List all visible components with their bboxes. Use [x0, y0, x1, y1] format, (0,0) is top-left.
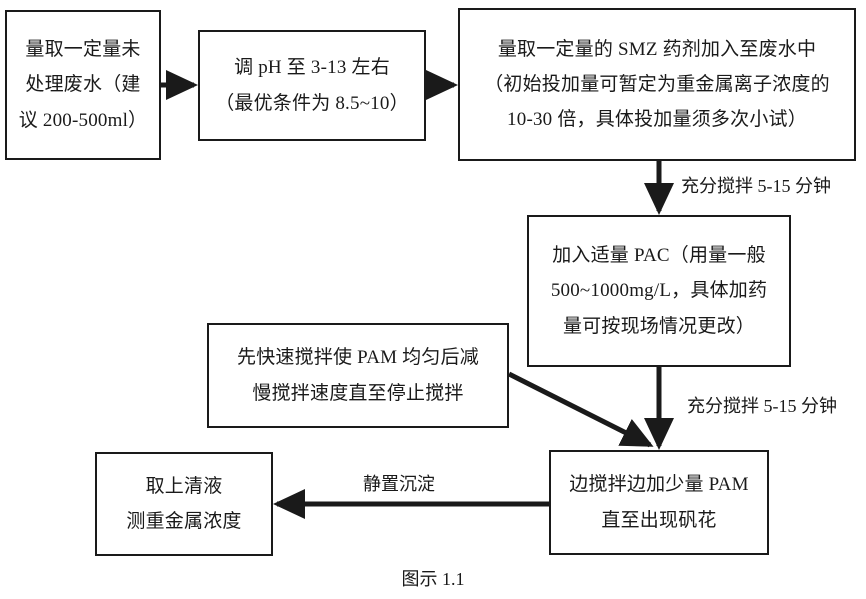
node-pac-line-1: 加入适量 PAC（用量一般	[552, 245, 766, 267]
node-pamstir-line-1: 先快速搅拌使 PAM 均匀后减	[237, 347, 479, 369]
node-measure-line-2: 测重金属浓度	[126, 511, 242, 532]
node-ph-adjust[interactable]: 调 pH 至 3-13 左右 （最优条件为 8.5~10）	[198, 30, 426, 141]
node-intake[interactable]: 量取一定量未 处理废水（建 议 200-500ml）	[5, 10, 161, 160]
node-pac-line-3: 量可按现场情况更改）	[562, 315, 755, 337]
node-pam-stirring-note[interactable]: 先快速搅拌使 PAM 均匀后减 慢搅拌速度直至停止搅拌	[207, 323, 509, 428]
node-pac-dosing[interactable]: 加入适量 PAC（用量一般 500~1000mg/L，具体加药 量可按现场情况更…	[527, 215, 791, 367]
node-smz-line-1: 量取一定量的 SMZ 药剂加入至废水中	[497, 38, 817, 60]
node-pamdose-line-1: 边搅拌边加少量 PAM	[569, 474, 749, 496]
node-intake-line-3: 议 200-500ml）	[18, 109, 148, 131]
edge-pamstir-to-pamdose	[507, 371, 654, 448]
figure-caption: 图示 1.1	[401, 569, 465, 589]
node-intake-line-1: 量取一定量未	[25, 39, 141, 61]
node-pamstir-line-2: 慢搅拌速度直至停止搅拌	[252, 382, 464, 404]
edge-label-pamdose-to-measure: 静置沉淀	[363, 474, 435, 494]
node-measure-line-1: 取上清液	[145, 475, 223, 497]
node-smz-dosing[interactable]: 量取一定量的 SMZ 药剂加入至废水中 （初始投加量可暂定为重金属离子浓度的 1…	[458, 8, 856, 161]
edge-label-pac-to-pamdose: 充分搅拌 5-15 分钟	[687, 396, 837, 416]
node-pac-line-2: 500~1000mg/L，具体加药	[550, 280, 768, 302]
node-ph-line-2: （最优条件为 8.5~10）	[215, 92, 409, 114]
node-smz-line-2: （初始投加量可暂定为重金属离子浓度的	[484, 73, 830, 95]
node-ph-line-1: 调 pH 至 3-13 左右	[234, 57, 390, 79]
node-supernatant-measure[interactable]: 取上清液 测重金属浓度	[95, 452, 273, 556]
edge-label-smz-to-pac: 充分搅拌 5-15 分钟	[681, 176, 831, 196]
node-intake-line-2: 处理废水（建	[25, 74, 141, 96]
node-pamdose-line-2: 直至出现矾花	[601, 509, 717, 531]
node-smz-line-3: 10-30 倍，具体投加量须多次小试）	[507, 109, 807, 131]
node-pam-dosing[interactable]: 边搅拌边加少量 PAM 直至出现矾花	[549, 450, 769, 555]
